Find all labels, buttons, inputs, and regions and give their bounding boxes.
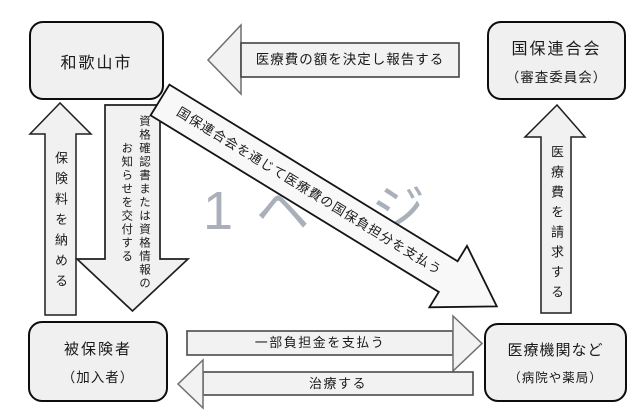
premium-arrow bbox=[28, 101, 93, 316]
box-kokuho-federation: 国保連合会 （審査委員会） bbox=[487, 21, 626, 100]
premium-arrow-label: 保険料を納める bbox=[53, 151, 68, 295]
copayment-arrow-label: 一部負担金を支払う bbox=[254, 335, 386, 350]
treatment-arrow-label: 治療する bbox=[308, 376, 367, 391]
copayment-arrow-head bbox=[452, 314, 484, 373]
box-title: 被保険者 bbox=[63, 340, 132, 358]
claim-arrow bbox=[523, 103, 587, 314]
report-arrow-head bbox=[206, 23, 242, 96]
box-subtitle: （審査委員会） bbox=[505, 70, 608, 85]
box-title: 和歌山市 bbox=[60, 54, 133, 72]
certificate-arrow-label-line-1: 資格確認書または資格情報の bbox=[138, 115, 150, 291]
box-wakayama-city: 和歌山市 bbox=[29, 21, 164, 100]
nhi-payment-arrow bbox=[149, 83, 499, 309]
box-subtitle: （病院や薬局） bbox=[508, 371, 603, 385]
box-subtitle: （加入者） bbox=[61, 369, 135, 385]
claim-arrow-label: 医療費を請求する bbox=[549, 145, 564, 305]
box-insured-person: 被保険者 （加入者） bbox=[28, 321, 168, 402]
report-arrow-label: 医療費の額を決定し報告する bbox=[255, 52, 445, 67]
box-title: 医療機関など bbox=[507, 342, 604, 359]
box-title: 国保連合会 bbox=[511, 41, 602, 58]
box-medical-institution: 医療機関など （病院や薬局） bbox=[484, 323, 627, 402]
certificate-arrow-label: 資格確認書または資格情報の お知らせを交付する bbox=[108, 112, 152, 294]
treatment-arrow-head bbox=[176, 358, 204, 410]
certificate-arrow-label-line-2: お知らせを交付する bbox=[120, 142, 133, 264]
certificate-arrow bbox=[74, 104, 191, 313]
report-arrow-body bbox=[240, 42, 460, 78]
